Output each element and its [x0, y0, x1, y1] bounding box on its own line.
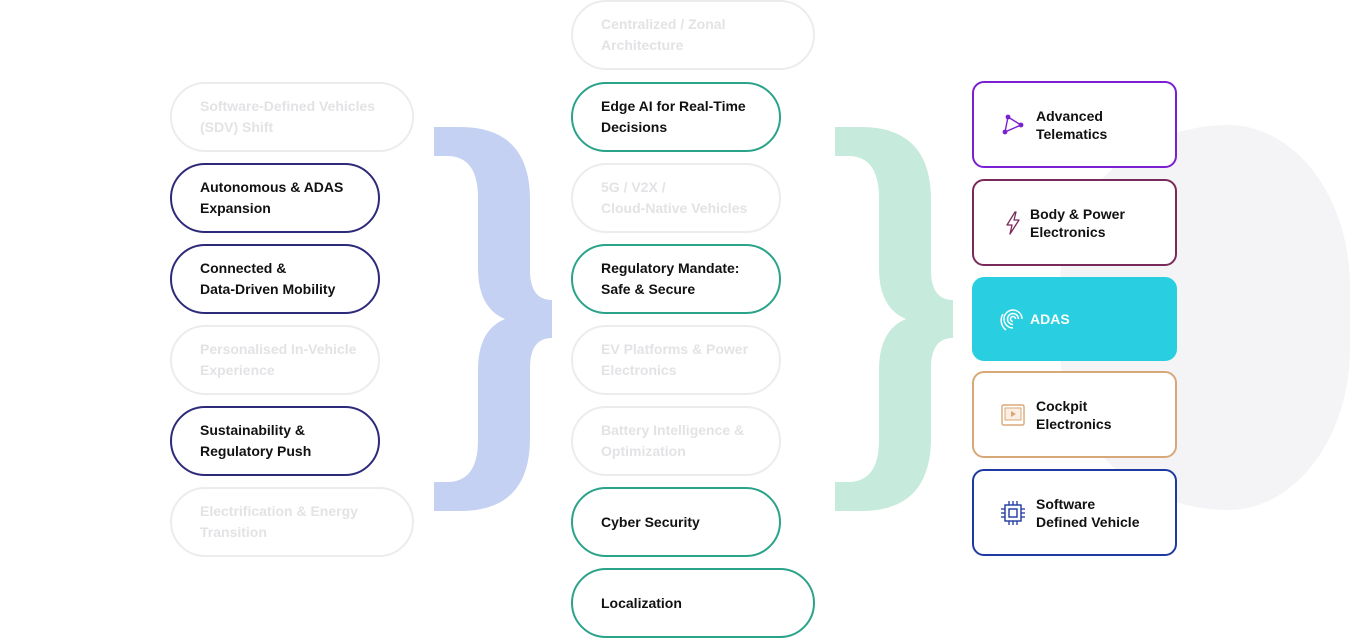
middle-item-zonal-architecture[interactable]: Centralized / Zonal Architecture — [571, 0, 815, 70]
card-advanced-telematics[interactable]: Advanced Telematics — [972, 81, 1177, 168]
middle-item-5g-v2x[interactable]: 5G / V2X / Cloud-Native Vehicles — [571, 163, 781, 233]
middle-item-localization[interactable]: Localization — [571, 568, 815, 638]
middle-item-ev-platforms[interactable]: EV Platforms & Power Electronics — [571, 325, 781, 395]
left-item-sustainability[interactable]: Sustainability & Regulatory Push — [170, 406, 380, 476]
card-label: Software Defined Vehicle — [1036, 495, 1140, 530]
radar-signal-icon — [1000, 306, 1026, 332]
left-item-sdv-shift[interactable]: Software-Defined Vehicles (SDV) Shift — [170, 82, 414, 152]
card-label: ADAS — [1030, 311, 1070, 327]
middle-item-battery-intelligence[interactable]: Battery Intelligence & Optimization — [571, 406, 781, 476]
card-cockpit-electronics[interactable]: Cockpit Electronics — [972, 371, 1177, 458]
card-label: Body & Power Electronics — [1030, 205, 1125, 240]
card-label: Advanced Telematics — [1036, 107, 1108, 142]
network-nodes-icon — [1000, 112, 1026, 138]
middle-item-cyber-security[interactable]: Cyber Security — [571, 487, 781, 557]
chip-icon — [1000, 500, 1026, 526]
media-player-icon — [1000, 402, 1026, 428]
middle-item-edge-ai[interactable]: Edge AI for Real-Time Decisions — [571, 82, 781, 152]
left-item-autonomous-adas[interactable]: Autonomous & ADAS Expansion — [170, 163, 380, 233]
lightning-bolt-icon — [1000, 210, 1026, 236]
card-software-defined-vehicle[interactable]: Software Defined Vehicle — [972, 469, 1177, 556]
card-adas[interactable]: ADAS — [972, 277, 1177, 361]
card-label: Cockpit Electronics — [1036, 397, 1112, 432]
left-item-personalised-experience[interactable]: Personalised In-Vehicle Experience — [170, 325, 380, 395]
middle-item-regulatory-mandate[interactable]: Regulatory Mandate: Safe & Secure — [571, 244, 781, 314]
left-item-connected-mobility[interactable]: Connected & Data-Driven Mobility — [170, 244, 380, 314]
card-body-power-electronics[interactable]: Body & Power Electronics — [972, 179, 1177, 266]
left-item-electrification[interactable]: Electrification & Energy Transition — [170, 487, 414, 557]
